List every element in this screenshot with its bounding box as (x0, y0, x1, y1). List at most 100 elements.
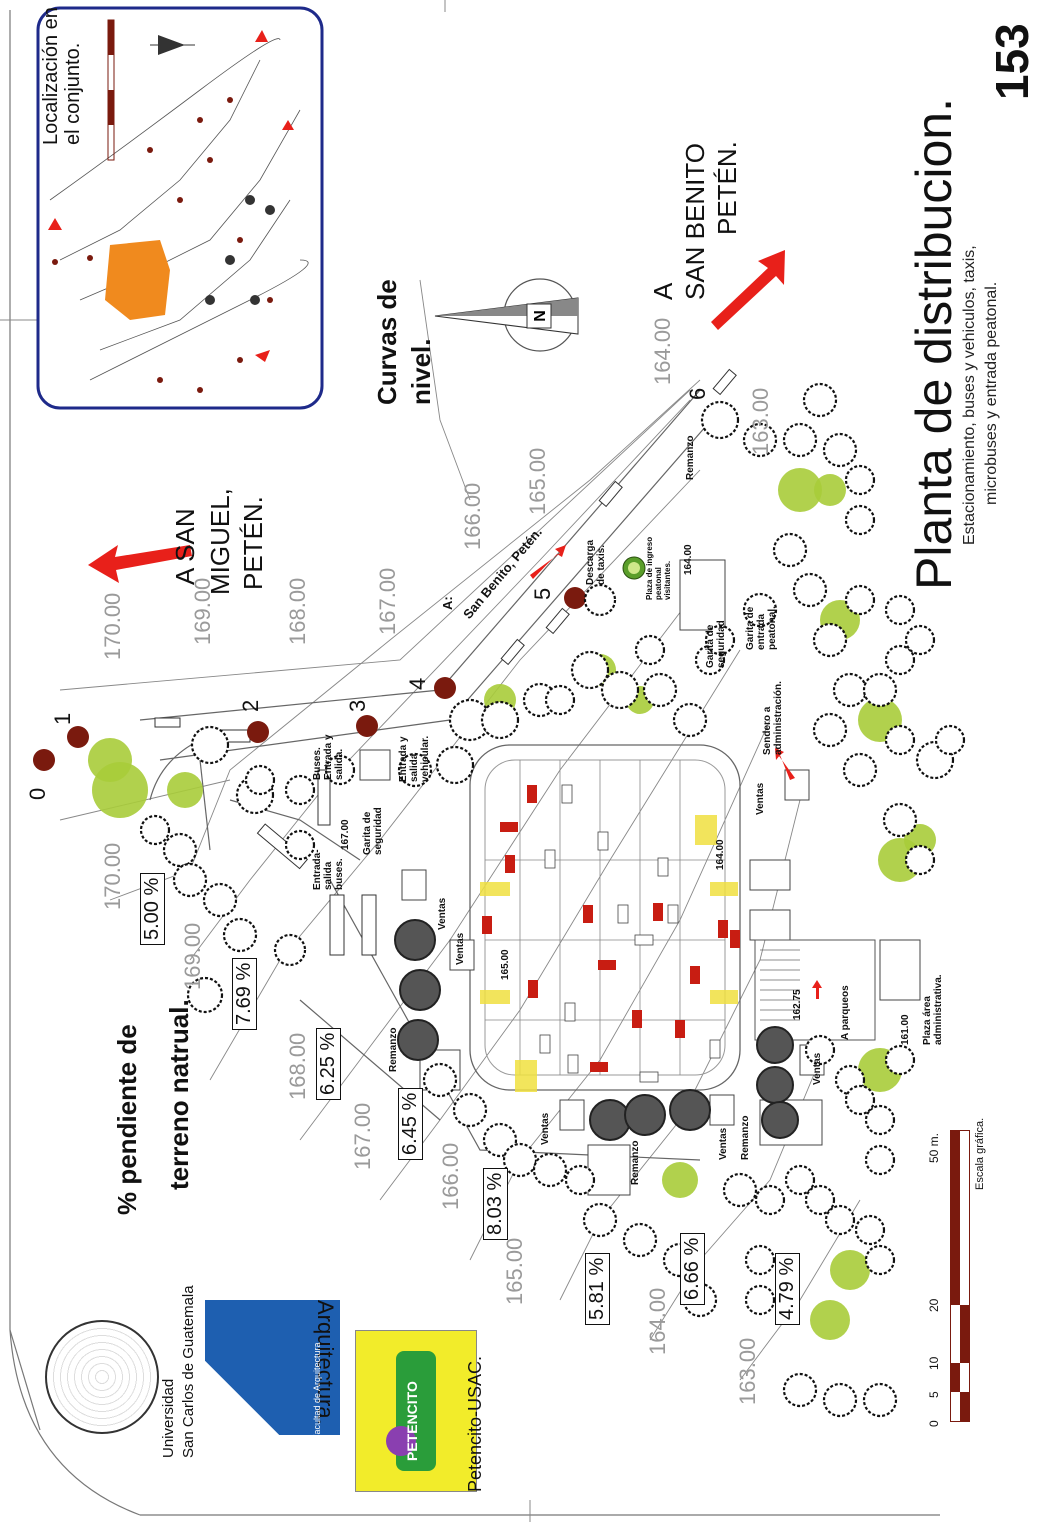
level-167: 167.00 (340, 819, 351, 850)
direction-san-miguel-1: A SAN (170, 508, 200, 585)
scale-tick: 20 (927, 1298, 941, 1312)
contour-label: 165.00 (525, 447, 550, 515)
slope-label: 6.66 % (680, 1232, 705, 1305)
tree-icon (570, 650, 610, 690)
tree-icon (544, 684, 576, 716)
leaf-icon (622, 556, 646, 580)
tree-icon (782, 1372, 818, 1408)
level-165: 165.00 (500, 949, 511, 980)
tree-icon (190, 725, 230, 765)
tree-icon (784, 1164, 816, 1196)
sheet-number: 153 (986, 23, 1038, 100)
tree-icon (772, 532, 808, 568)
scale-title: Escala gráfica. (974, 1117, 986, 1190)
label-sendero-admin: Sendero a administración. (762, 681, 784, 755)
contour-label: 163.00 (735, 1337, 760, 1405)
tree-icon (744, 1244, 776, 1276)
label-remanzo: Remanzo (685, 435, 696, 480)
label-remanzo: Remanzo (740, 1115, 751, 1160)
tree-icon (284, 774, 316, 806)
tree-icon (904, 624, 936, 656)
label-remanzo: Remanzo (388, 1027, 399, 1072)
curvas-label-1: Curvas de (372, 279, 402, 405)
page-title: Planta de distribucion. (906, 98, 962, 590)
level-162-75: 162.75 (792, 989, 803, 1020)
label-ventas: Ventas (540, 1112, 551, 1145)
tree-icon (862, 1382, 898, 1418)
label-descarga-taxis: Descarga de taxis. (585, 539, 607, 585)
petencito-label: Petencito-USAC. (465, 1355, 485, 1492)
contour-label: 168.00 (285, 577, 310, 645)
tree-icon (600, 670, 640, 710)
university-name-2: San Carlos de Guatemala (180, 1285, 197, 1458)
tree-icon (452, 1092, 488, 1128)
tree-icon (722, 1172, 758, 1208)
scale-bar (950, 1130, 970, 1422)
planter-icon (589, 1099, 631, 1141)
slope-label: 4.79 % (775, 1252, 800, 1325)
contour-label: 168.00 (285, 1032, 310, 1100)
planter-icon (397, 1019, 439, 1061)
tree-icon (802, 382, 838, 418)
tree-canopy-icon (778, 468, 822, 512)
tree-icon (882, 802, 918, 838)
point-number: 5 (530, 587, 555, 600)
point-number: 1 (50, 712, 75, 725)
tree-icon (832, 672, 868, 708)
tree-icon (864, 1244, 896, 1276)
tree-icon (864, 1104, 896, 1136)
tree-icon (844, 584, 876, 616)
tree-icon (502, 1142, 538, 1178)
tree-icon (742, 422, 778, 458)
direction-san-benito-3: PETÉN. (712, 141, 742, 235)
tree-icon (222, 917, 258, 953)
contour-label: 164.00 (645, 1287, 670, 1355)
slope-label: 7.69 % (232, 957, 257, 1030)
tree-icon (583, 583, 617, 617)
point-number: 2 (238, 699, 263, 712)
contour-label: 167.00 (350, 1102, 375, 1170)
tree-icon (564, 1164, 596, 1196)
point-number: 0 (25, 787, 50, 800)
point-number: 6 (685, 387, 710, 400)
tree-icon (582, 1202, 618, 1238)
label-ventas: Ventas (455, 932, 466, 965)
tree-icon (186, 976, 224, 1014)
planter-icon (394, 919, 436, 961)
tree-icon (284, 829, 316, 861)
locator-orange-area (105, 240, 170, 320)
label-remanzo: Remanzo (630, 1140, 641, 1185)
scale-tick: 5 (927, 1391, 941, 1398)
planter-icon (669, 1089, 711, 1131)
tree-icon (782, 422, 818, 458)
slope-label: 5.00 % (140, 872, 165, 945)
tree-icon (792, 572, 828, 608)
direction-san-benito-1: A (648, 282, 678, 300)
tree-icon (884, 594, 916, 626)
tree-icon (435, 745, 475, 785)
contour-label: 167.00 (375, 567, 400, 635)
facultad-label: Facultad de Arquitectura (312, 1342, 322, 1440)
tree-icon (854, 1214, 886, 1246)
tree-icon (162, 832, 198, 868)
tree-icon (884, 644, 916, 676)
contour-label: 170.00 (100, 592, 125, 660)
tree-canopy-icon (167, 772, 203, 808)
pendiente-label-2: terreno natrual. (164, 999, 194, 1190)
contour-label: 169.00 (190, 577, 215, 645)
point-number: 3 (345, 699, 370, 712)
curvas-label-2: nivel. (406, 338, 436, 405)
tree-icon (744, 1284, 776, 1316)
tree-icon (244, 764, 276, 796)
tree-icon (884, 724, 916, 756)
contour-label: 163.00 (748, 387, 773, 455)
tree-icon (844, 464, 876, 496)
planter-icon (756, 1026, 794, 1064)
tree-icon (934, 724, 966, 756)
locator-title-2: el conjunto. (62, 42, 84, 145)
tree-icon (844, 504, 876, 536)
tree-icon (904, 844, 936, 876)
contour-label: 165.00 (502, 1237, 527, 1305)
planter-icon (761, 1101, 799, 1139)
planter-icon (399, 969, 441, 1011)
